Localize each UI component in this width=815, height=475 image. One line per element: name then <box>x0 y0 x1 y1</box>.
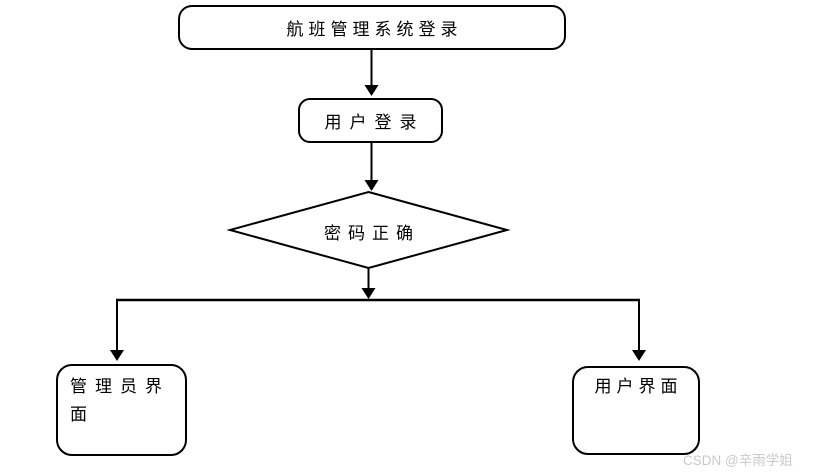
arrow-start-to-login <box>364 50 379 96</box>
node-system-login-label: 航班管理系统登录 <box>286 20 463 39</box>
arrowhead-to-admin-icon <box>110 350 124 361</box>
csdn-watermark: CSDN @辛雨学姐 <box>683 453 793 468</box>
arrowhead-to-user-icon <box>632 350 646 361</box>
node-admin-interface: 管理员界面 <box>56 364 187 456</box>
arrow-decision-to-branch <box>361 268 376 299</box>
node-user-interface: 用户界面 <box>572 366 700 455</box>
node-system-login: 航班管理系统登录 <box>178 5 566 50</box>
arrow-login-to-decision <box>364 143 379 191</box>
node-user-interface-label: 用户界面 <box>594 377 683 396</box>
node-user-login: 用户登录 <box>298 98 443 143</box>
branch-connector <box>110 298 646 361</box>
decision-password-correct: 密码正确 <box>324 224 420 243</box>
node-admin-interface-label: 管理员界面 <box>70 377 170 424</box>
node-user-login-label: 用户登录 <box>324 113 425 132</box>
